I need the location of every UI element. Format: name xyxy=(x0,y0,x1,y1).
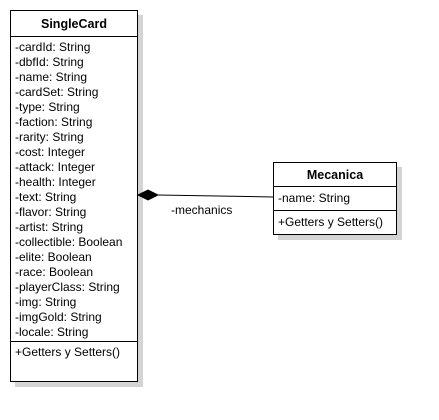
attribute: -imgGold: String xyxy=(15,310,102,324)
operation: +Getters y Setters() xyxy=(278,215,384,229)
attribute: -name: String xyxy=(15,70,88,84)
attribute: -health: Integer xyxy=(15,175,96,189)
association-label: -mechanics xyxy=(171,203,233,217)
attribute: -cardSet: String xyxy=(15,85,99,99)
class-name: Mecanica xyxy=(274,163,396,187)
attribute: -cardId: String xyxy=(15,40,91,54)
operation-compartment: +Getters y Setters() xyxy=(11,342,137,360)
class-mecanica[interactable]: Mecanica -name: String +Getters y Setter… xyxy=(273,162,397,235)
class-name: SingleCard xyxy=(11,11,137,37)
attribute: -img: String xyxy=(15,295,77,309)
attribute: -flavor: String xyxy=(15,205,87,219)
attribute: -name: String xyxy=(278,191,351,205)
attribute: -attack: Integer xyxy=(15,160,96,174)
association-line xyxy=(157,194,274,198)
attribute: -locale: String xyxy=(15,325,89,339)
attribute: -text: String xyxy=(15,190,77,204)
attribute: -playerClass: String xyxy=(15,280,120,294)
attribute-compartment: -name: String xyxy=(274,187,396,211)
attribute: -elite: Boolean xyxy=(15,250,92,264)
attribute: -faction: String xyxy=(15,115,93,129)
attribute: -type: String xyxy=(15,100,80,114)
attribute: -rarity: String xyxy=(15,130,84,144)
operation-compartment: +Getters y Setters() xyxy=(274,211,396,230)
attribute: -race: Boolean xyxy=(15,265,94,279)
class-singlecard[interactable]: SingleCard -cardId: String -dbfId: Strin… xyxy=(10,10,138,382)
attribute: -collectible: Boolean xyxy=(15,235,123,249)
operation: +Getters y Setters() xyxy=(15,345,121,359)
attribute: -cost: Integer xyxy=(15,145,86,159)
attribute: -artist: String xyxy=(15,220,84,234)
attribute-compartment: -cardId: String -dbfId: String -name: St… xyxy=(11,37,137,342)
attribute: -dbfId: String xyxy=(15,55,84,69)
composition-diamond-icon xyxy=(136,189,160,201)
